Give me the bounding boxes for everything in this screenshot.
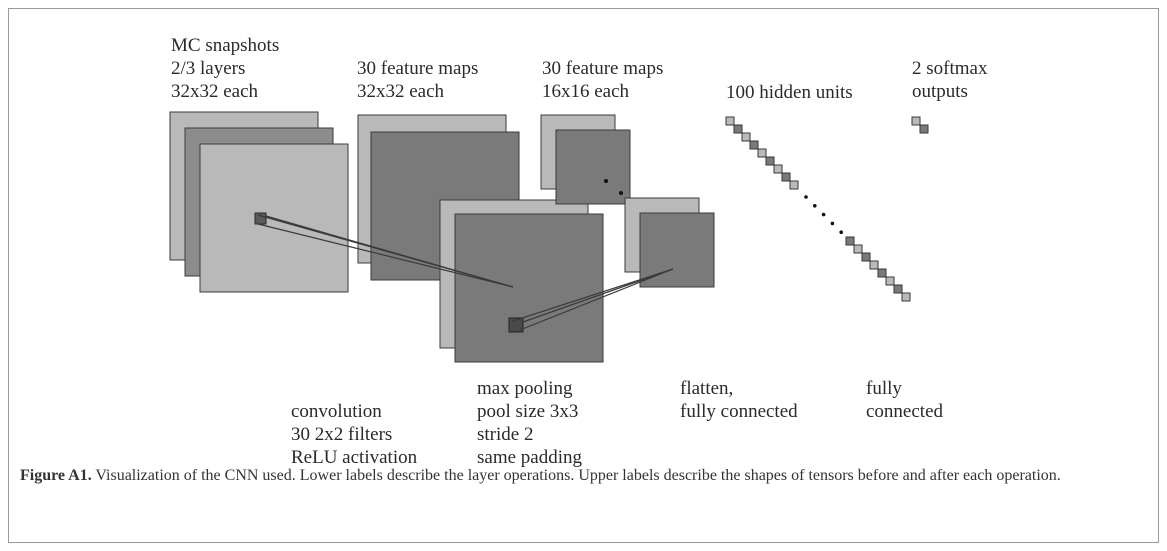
hidden-ellipsis-dot bbox=[813, 204, 817, 208]
pool-projection-line-2 bbox=[522, 268, 674, 323]
hidden-ellipsis-dot bbox=[830, 221, 835, 226]
pool-projection-line-3 bbox=[519, 268, 674, 331]
pool-ellipsis-dot-1 bbox=[604, 179, 608, 183]
softmax-output-2 bbox=[919, 124, 929, 134]
pool-map-front bbox=[555, 129, 631, 205]
hidden-ellipsis-dot bbox=[804, 195, 808, 199]
softmax-output-1 bbox=[911, 116, 921, 126]
hidden-unit bbox=[733, 124, 743, 134]
conv-projection-line-3 bbox=[257, 223, 514, 288]
input-shape-label: MC snapshots 2/3 layers 32x32 each bbox=[171, 35, 280, 102]
hidden-unit bbox=[853, 244, 863, 254]
fully-connected-operation-label: fully connected bbox=[866, 378, 944, 422]
hidden-unit bbox=[869, 260, 879, 270]
hidden-unit bbox=[861, 252, 871, 262]
pool-map-zoom-front bbox=[639, 212, 715, 288]
conv-map-zoom-front bbox=[454, 213, 604, 363]
hidden-unit bbox=[773, 164, 783, 174]
hidden-unit bbox=[725, 116, 735, 126]
pool-window-patch bbox=[508, 317, 524, 333]
conv-filter-patch bbox=[254, 212, 267, 225]
hidden-unit bbox=[901, 292, 911, 302]
convolution-operation-label: convolution 30 2x2 filters ReLU activati… bbox=[291, 401, 418, 468]
hidden-unit bbox=[781, 172, 791, 182]
hidden-unit bbox=[741, 132, 751, 142]
hidden-units-column bbox=[725, 116, 911, 302]
flatten-operation-label: flatten, fully connected bbox=[680, 378, 798, 422]
hidden-unit bbox=[885, 276, 895, 286]
caption-label: Figure A1. bbox=[20, 467, 92, 484]
conv-projection-line-2 bbox=[265, 215, 514, 288]
pool-ellipsis-dot-2 bbox=[619, 191, 623, 195]
hidden-unit bbox=[789, 180, 799, 190]
softmax-outputs-label: 2 softmax outputs bbox=[912, 58, 988, 102]
conv-output-shape-label: 30 feature maps 32x32 each bbox=[357, 58, 479, 102]
hidden-units-label: 100 hidden units bbox=[726, 82, 853, 103]
hidden-ellipsis-dot bbox=[839, 230, 843, 234]
hidden-unit bbox=[877, 268, 887, 278]
hidden-unit bbox=[749, 140, 759, 150]
pool-output-shape-label: 30 feature maps 16x16 each bbox=[542, 58, 664, 102]
pool-projection-line-1 bbox=[512, 268, 674, 322]
figure-caption: Figure A1. Visualization of the CNN used… bbox=[20, 465, 1145, 487]
hidden-unit bbox=[765, 156, 775, 166]
hidden-unit bbox=[845, 236, 855, 246]
caption-text: Visualization of the CNN used. Lower lab… bbox=[95, 467, 1061, 484]
pooling-operation-label: max pooling pool size 3x3 stride 2 same … bbox=[477, 378, 583, 468]
hidden-unit bbox=[893, 284, 903, 294]
hidden-unit bbox=[757, 148, 767, 158]
hidden-ellipsis-dot bbox=[821, 212, 826, 217]
